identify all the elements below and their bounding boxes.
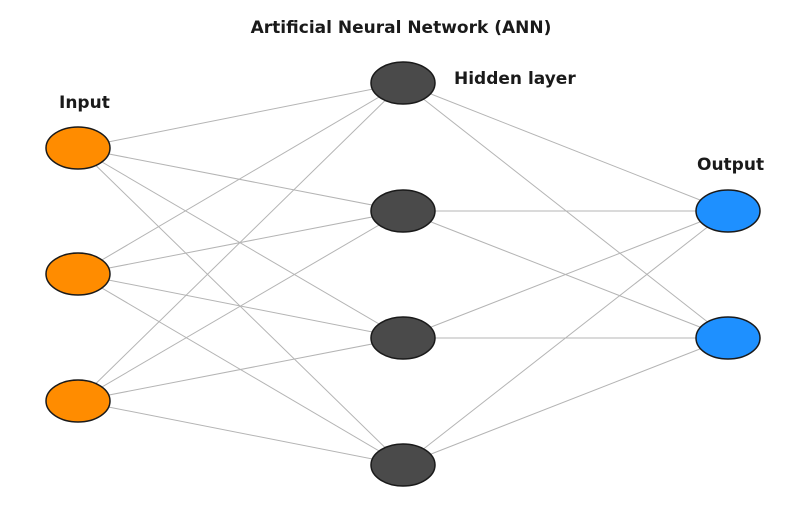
hidden-node-1 <box>370 61 436 105</box>
connection-input-3-to-hidden-3 <box>77 337 404 402</box>
connection-input-3-to-hidden-1 <box>77 82 404 402</box>
hidden-node-4 <box>370 443 436 487</box>
connection-input-3-to-hidden-4 <box>77 400 404 466</box>
input-node-3 <box>45 379 111 423</box>
connection-hidden-4-to-output-2 <box>402 337 729 466</box>
output-node-2 <box>695 316 761 360</box>
hidden-layer-label: Hidden layer <box>454 69 576 89</box>
output-node-1 <box>695 189 761 233</box>
connection-hidden-1-to-output-1 <box>402 82 729 212</box>
nodes-group <box>45 61 761 487</box>
connection-input-3-to-hidden-2 <box>77 210 404 402</box>
connection-input-1-to-hidden-2 <box>77 147 404 212</box>
output-layer-label: Output <box>697 155 765 175</box>
diagram-title: Artificial Neural Network (ANN) <box>250 18 552 38</box>
connections-group <box>77 82 729 466</box>
connection-hidden-3-to-output-1 <box>402 210 729 339</box>
input-node-2 <box>45 252 111 296</box>
connection-input-2-to-hidden-1 <box>77 82 404 275</box>
hidden-node-3 <box>370 316 436 360</box>
connection-input-1-to-hidden-1 <box>77 82 404 149</box>
connection-hidden-4-to-output-1 <box>402 210 729 466</box>
hidden-node-2 <box>370 189 436 233</box>
input-layer-label: Input <box>59 93 110 113</box>
input-node-1 <box>45 126 111 170</box>
